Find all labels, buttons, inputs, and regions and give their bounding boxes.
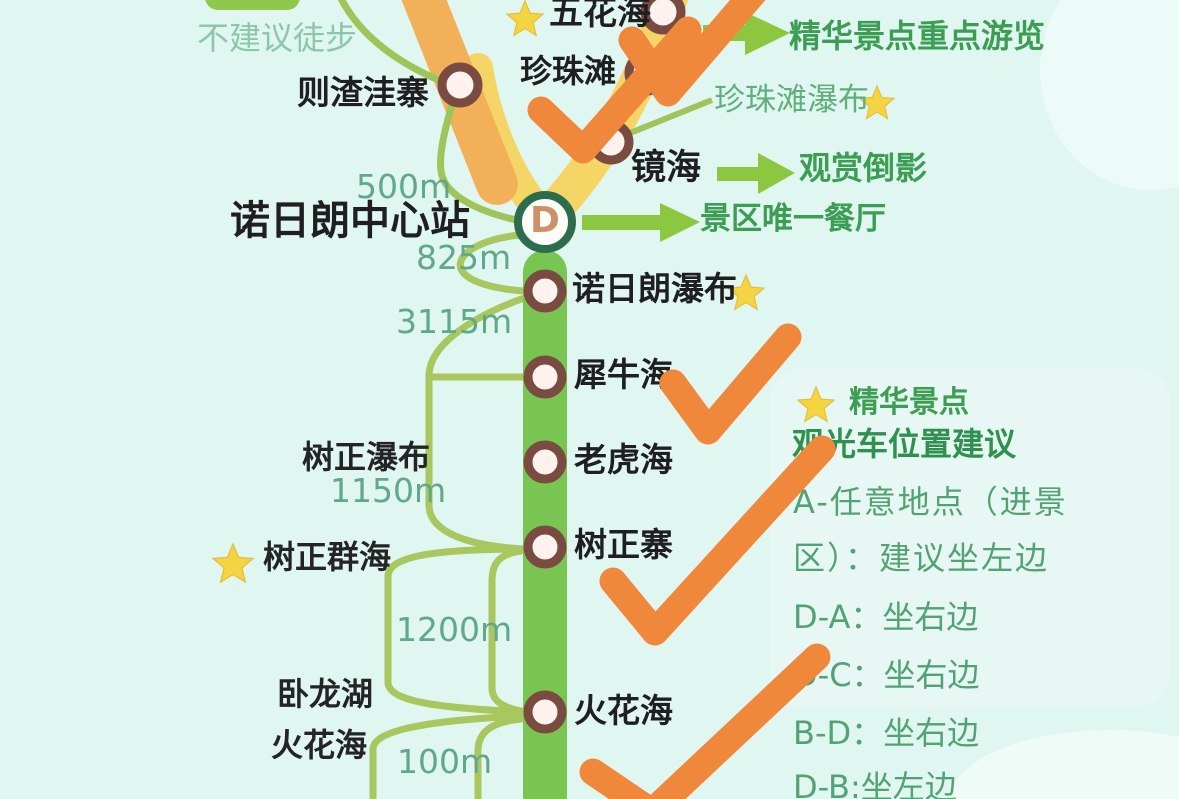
waypoint-label-shuzheng-qunhai: 树正群海 [263,538,392,576]
hub-d-station [514,191,576,253]
distance-100m: 100m [397,742,493,781]
station-jinghai [588,119,634,165]
station-zhenzhutan [624,50,670,96]
annotation-highlight-tour: 精华景点重点游览 [789,17,1046,55]
station-shuzhengzhai [523,525,567,569]
station-zezhawazhai [437,62,483,108]
legend-row: D-A：坐右边 [793,598,979,636]
walk-path-825m [456,231,544,296]
legend-row: B-D：坐右边 [793,714,980,752]
walk-path-3115m [425,293,531,553]
station-label-wuhuahai: 五花海 [549,0,651,33]
legend-row: A-任意地点（进景 [793,483,1068,521]
distance-825m: 825m [416,238,512,277]
station-xiniuhai [523,355,567,399]
star-icon [507,1,543,35]
station-label-laohuhai: 老虎海 [574,440,673,479]
arrow-highlight-tour [703,12,790,55]
background-blob [1040,0,1179,190]
station-huohuahai [523,690,567,734]
walk-path-1200m-outer [384,545,528,716]
star-icon [213,544,253,582]
station-label-jinghai: 镜海 [631,148,702,188]
station-label-shuzhengzhai: 树正寨 [574,525,673,564]
station-label-xiniuhai: 犀牛海 [574,355,673,394]
walk-path-100m-inner [474,715,525,799]
annotation-restaurant: 景区唯一餐厅 [700,201,886,237]
distance-1150m: 1150m [330,471,447,510]
station-label-zezhawazhai: 则渣洼寨 [297,73,429,112]
route-stub [205,0,300,10]
distance-1200m: 1200m [396,610,513,649]
legend-title: 观光车位置建议 [792,425,1017,463]
legend-panel-background [770,368,1170,708]
walk-note-label: 不建议徒步 [197,19,358,57]
legend-row: 区）：建议坐左边 [793,539,1050,577]
arrow-mirror-reflection [717,153,795,194]
legend-row: D-B:坐左边 [793,768,957,799]
walk-path-top [338,0,525,225]
annotation-mirror-reflection: 观赏倒影 [799,149,928,187]
hub-name-label: 诺日朗中心站 [230,198,470,244]
arrow-restaurant [582,203,700,242]
distance-3115m: 3115m [396,302,513,341]
legend-star-label: 精华景点 [849,385,969,420]
background-blob [950,730,1179,799]
station-label-huohuahai: 火花海 [574,691,673,730]
distance-500m: 500m [356,167,452,206]
station-nuorilang-waterfall [523,269,567,313]
station-label-zhenzhutan: 珍珠滩 [520,52,617,90]
walk-path-1200m-inner [488,547,525,715]
legend-row: D-C：坐右边 [793,656,980,694]
waypoint-label-wolonghu: 卧龙湖 [277,675,374,713]
waypoint-label-huohuahai-west: 火花海 [271,726,368,764]
station-laohuhai [523,440,567,484]
station-label-nuorilang-waterfall: 诺日朗瀑布 [572,269,737,308]
hub-letter: D [530,200,560,241]
waypoint-label-shuzheng-waterfall: 树正瀑布 [302,438,431,476]
annotation-zhenzhutan-waterfall: 珍珠滩瀑布 [714,82,869,118]
walk-path-100m-outer [369,712,525,799]
